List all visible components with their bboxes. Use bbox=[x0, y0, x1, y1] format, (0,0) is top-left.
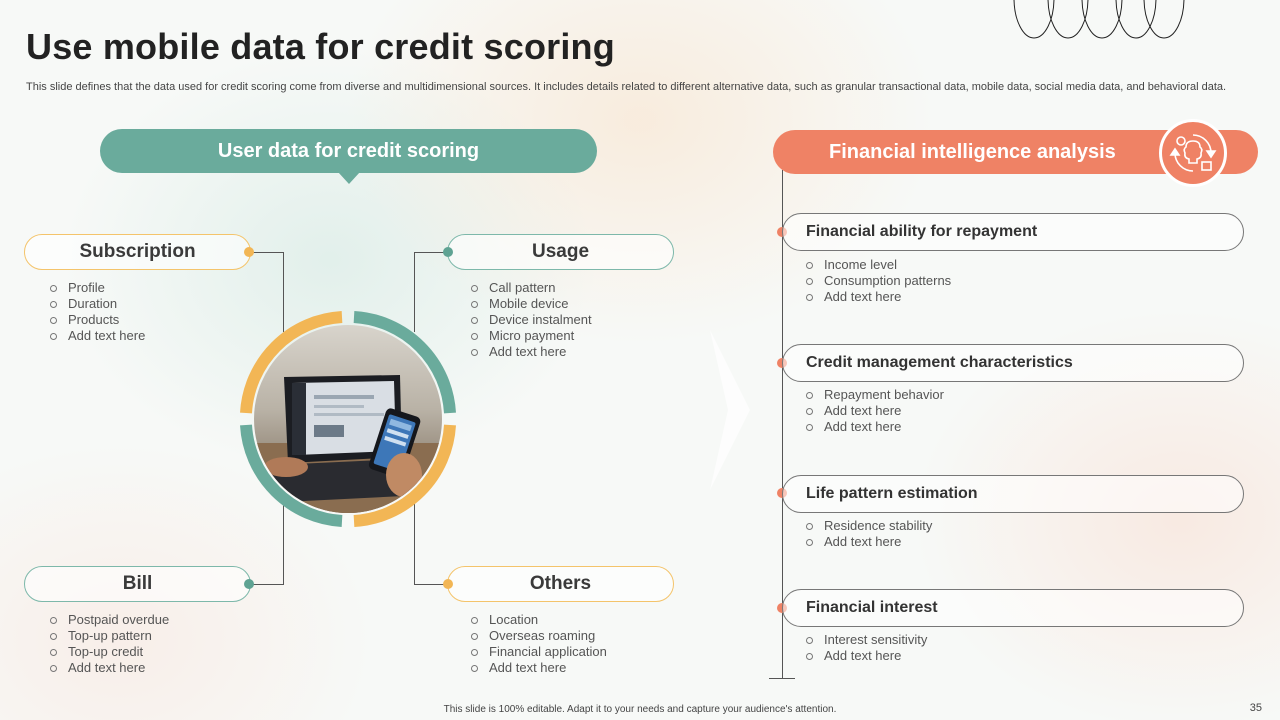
connector-dot bbox=[244, 247, 254, 257]
list-item: Add text here bbox=[804, 403, 944, 419]
list-item: Add text here bbox=[48, 328, 145, 344]
life-pattern-pill: Life pattern estimation bbox=[782, 475, 1244, 513]
list-item: Financial application bbox=[469, 644, 607, 660]
bill-list: Postpaid overdue Top-up pattern Top-up c… bbox=[48, 612, 169, 676]
list-item: Add text here bbox=[804, 419, 944, 435]
connector-dot bbox=[244, 579, 254, 589]
others-pill: Others bbox=[447, 566, 674, 602]
page-number: 35 bbox=[1249, 702, 1262, 714]
chevron-right-icon bbox=[710, 330, 750, 490]
decorative-loops bbox=[1013, 0, 1185, 39]
page-subtitle: This slide defines that the data used fo… bbox=[26, 81, 1227, 93]
brain-analytics-icon bbox=[1159, 119, 1227, 187]
list-item: Postpaid overdue bbox=[48, 612, 169, 628]
timeline-base bbox=[769, 678, 795, 679]
usage-pill: Usage bbox=[447, 234, 674, 270]
banner-pointer bbox=[338, 172, 360, 184]
timeline-line bbox=[782, 170, 783, 678]
subscription-pill: Subscription bbox=[24, 234, 251, 270]
subscription-list: Profile Duration Products Add text here bbox=[48, 280, 145, 344]
life-pattern-list: Residence stability Add text here bbox=[804, 518, 932, 550]
connector-dot bbox=[443, 579, 453, 589]
list-item: Overseas roaming bbox=[469, 628, 607, 644]
user-data-banner: User data for credit scoring bbox=[100, 129, 597, 173]
list-item: Consumption patterns bbox=[804, 273, 951, 289]
financial-interest-list: Interest sensitivity Add text here bbox=[804, 632, 927, 664]
list-item: Add text here bbox=[469, 344, 592, 360]
connector-line bbox=[283, 252, 284, 332]
list-item: Mobile device bbox=[469, 296, 592, 312]
list-item: Residence stability bbox=[804, 518, 932, 534]
connector-line bbox=[414, 500, 415, 584]
list-item: Add text here bbox=[804, 289, 951, 305]
connector-line bbox=[414, 252, 448, 253]
usage-list: Call pattern Mobile device Device instal… bbox=[469, 280, 592, 360]
connector-line bbox=[414, 252, 415, 332]
list-item: Profile bbox=[48, 280, 145, 296]
others-list: Location Overseas roaming Financial appl… bbox=[469, 612, 607, 676]
page-title: Use mobile data for credit scoring bbox=[26, 26, 615, 67]
list-item: Top-up credit bbox=[48, 644, 169, 660]
list-item: Device instalment bbox=[469, 312, 592, 328]
list-item: Add text here bbox=[48, 660, 169, 676]
list-item: Products bbox=[48, 312, 145, 328]
list-item: Micro payment bbox=[469, 328, 592, 344]
list-item: Location bbox=[469, 612, 607, 628]
connector-line bbox=[250, 252, 284, 253]
connector-dot bbox=[443, 247, 453, 257]
connector-line bbox=[283, 500, 284, 584]
center-ring bbox=[240, 311, 456, 527]
list-item: Top-up pattern bbox=[48, 628, 169, 644]
list-item: Call pattern bbox=[469, 280, 592, 296]
connector-line bbox=[414, 584, 448, 585]
financial-ability-list: Income level Consumption patterns Add te… bbox=[804, 257, 951, 305]
list-item: Income level bbox=[804, 257, 951, 273]
list-item: Duration bbox=[48, 296, 145, 312]
list-item: Add text here bbox=[804, 534, 932, 550]
financial-interest-pill: Financial interest bbox=[782, 589, 1244, 627]
connector-line bbox=[250, 584, 284, 585]
footer-note: This slide is 100% editable. Adapt it to… bbox=[443, 704, 837, 715]
bill-pill: Bill bbox=[24, 566, 251, 602]
financial-ability-pill: Financial ability for repayment bbox=[782, 213, 1244, 251]
credit-management-pill: Credit management characteristics bbox=[782, 344, 1244, 382]
list-item: Add text here bbox=[804, 648, 927, 664]
list-item: Interest sensitivity bbox=[804, 632, 927, 648]
credit-management-list: Repayment behavior Add text here Add tex… bbox=[804, 387, 944, 435]
list-item: Repayment behavior bbox=[804, 387, 944, 403]
laptop-phone-photo bbox=[254, 325, 442, 513]
list-item: Add text here bbox=[469, 660, 607, 676]
